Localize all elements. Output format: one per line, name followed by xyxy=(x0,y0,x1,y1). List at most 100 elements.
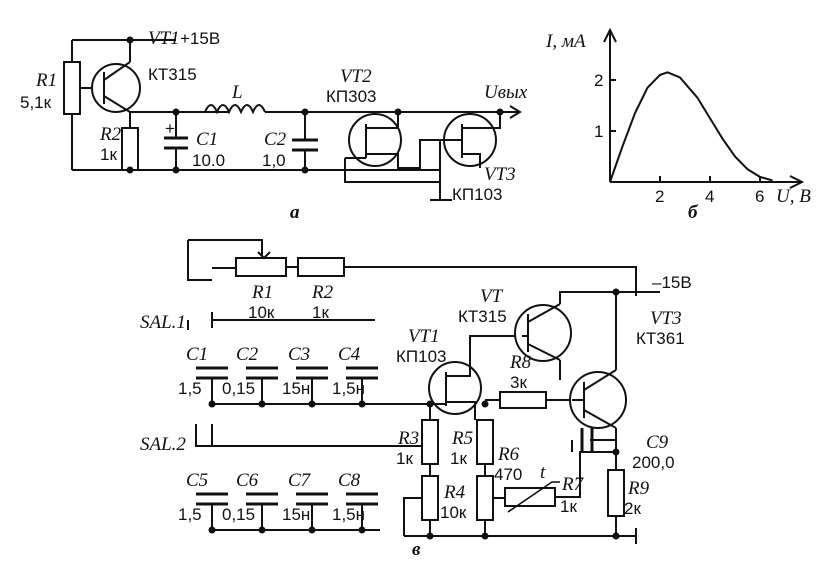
r7-mark: t xyxy=(540,462,546,483)
c2-value-c: 0,15 xyxy=(222,379,255,398)
c3-value-c: 15н xyxy=(282,379,310,398)
r2-value-c: 1к xyxy=(312,303,329,322)
capacitor-c5-c xyxy=(196,492,228,506)
r6-ref-c: R6 xyxy=(497,444,520,465)
caption-b: б xyxy=(688,202,699,223)
vt1-ref-a: VT1 xyxy=(148,28,180,49)
iv-curve xyxy=(609,71,773,183)
vt2-ref: VT2 xyxy=(340,66,372,87)
x-tick-label: 6 xyxy=(755,187,764,206)
c2-value-a: 1,0 xyxy=(262,151,286,170)
vt1-type-c: КП103 xyxy=(396,347,447,366)
r3-ref-c: R3 xyxy=(397,428,419,449)
y-axis-label: I, мА xyxy=(545,31,586,52)
c7-ref-c: C7 xyxy=(288,470,312,491)
x-tick-label: 2 xyxy=(655,187,664,206)
c6-value-c: 0,15 xyxy=(222,505,255,524)
c5-ref-c: C5 xyxy=(186,470,208,491)
iv-chart: 1 2 2 4 6 xyxy=(594,27,805,206)
resistor-r1 xyxy=(63,61,81,115)
c8-ref-c: C8 xyxy=(338,470,361,491)
r8-ref: R8 xyxy=(509,352,532,373)
y-axis-arrow xyxy=(603,27,617,43)
c1-value-a: 10.0 xyxy=(192,151,225,170)
x-tick-label: 4 xyxy=(705,187,714,206)
sal2-label: SAL.2 xyxy=(140,434,186,455)
sal1-label: SAL.1 xyxy=(140,312,186,333)
c2-ref-a: C2 xyxy=(264,129,287,150)
vt3-type-a: КП103 xyxy=(452,185,503,204)
caption-a: а xyxy=(290,202,300,223)
r8-value: 3к xyxy=(510,373,527,392)
c1-ref-a: C1 xyxy=(196,129,218,150)
r9-ref-c: R9 xyxy=(627,478,650,499)
c9-value: 200,0 xyxy=(632,453,675,472)
r9-value-c: 2к xyxy=(624,499,641,518)
supply-label-c: –15В xyxy=(652,273,692,292)
vt-ref-c: VT xyxy=(480,286,504,307)
capacitor-c2 xyxy=(292,138,318,152)
c1-ref-c: C1 xyxy=(186,344,208,365)
vt3-ref-a: VT3 xyxy=(484,164,516,185)
capacitor-c8-c xyxy=(346,492,378,506)
r5-value-c: 1к xyxy=(450,449,467,468)
c1-plus: + xyxy=(165,119,175,138)
r2-ref-a: R2 xyxy=(99,124,122,145)
r7-ref-c: R7 xyxy=(561,474,585,495)
capacitor-c2-c xyxy=(246,366,278,380)
panel-a-circuit xyxy=(63,36,522,201)
resistor-r2-c xyxy=(297,257,345,277)
r6-value-c: 470 xyxy=(494,465,522,484)
vt2-type: КП303 xyxy=(326,87,377,106)
c7-value-c: 15н xyxy=(282,505,310,524)
y-tick-label: 2 xyxy=(594,71,603,90)
vt3-type-c: КТ361 xyxy=(636,329,685,348)
capacitor-c3-c xyxy=(296,366,328,380)
c1-value-c: 1,5 xyxy=(178,379,202,398)
capacitor-c9 xyxy=(580,428,594,452)
r4-ref-c: R4 xyxy=(443,482,466,503)
resistor-r2 xyxy=(121,127,139,171)
panel-c-circuit xyxy=(187,239,660,544)
resistor-r8 xyxy=(499,391,547,409)
vt1-ref-c: VT1 xyxy=(408,326,440,347)
resistor-r4-c xyxy=(421,475,439,521)
y-tick-label: 1 xyxy=(594,122,603,141)
resistor-r9-c xyxy=(607,469,625,517)
output-label: Uвых xyxy=(484,82,528,103)
capacitor-c1-c xyxy=(196,366,228,380)
c5-value-c: 1,5 xyxy=(178,505,202,524)
r5-ref-c: R5 xyxy=(451,428,473,449)
r3-value-c: 1к xyxy=(396,449,413,468)
caption-c: в xyxy=(412,539,421,560)
c4-ref-c: C4 xyxy=(338,344,361,365)
inductor-ref: L xyxy=(231,82,243,103)
vt3-ref-c: VT3 xyxy=(650,308,682,329)
r1-value-a: 5,1к xyxy=(20,93,52,112)
vt-type-c: КТ315 xyxy=(458,307,507,326)
c4-value-c: 1,5н xyxy=(332,379,365,398)
resistor-r3-c xyxy=(421,419,439,465)
resistor-r5-c xyxy=(476,419,494,465)
x-axis-arrow xyxy=(789,175,805,189)
vt1-type-a: КТ315 xyxy=(148,65,197,84)
c2-ref-c: C2 xyxy=(236,344,259,365)
r2-value-a: 1к xyxy=(100,145,117,164)
inductor-l xyxy=(204,104,266,115)
r1-ref-a: R1 xyxy=(35,70,57,91)
r4-value-c: 10к xyxy=(440,503,467,522)
r2-ref-c: R2 xyxy=(311,282,334,303)
r1-ref-c: R1 xyxy=(251,282,273,303)
supply-label-a: +15В xyxy=(180,29,220,48)
resistor-r1-c xyxy=(235,257,287,277)
transistor-vt1-c xyxy=(428,361,482,415)
resistor-r6-c xyxy=(476,475,494,521)
capacitor-c7-c xyxy=(296,492,328,506)
capacitor-c1 xyxy=(164,136,188,150)
capacitor-c4-c xyxy=(346,366,378,380)
capacitor-c6-c xyxy=(246,492,278,506)
x-axis-label: U, В xyxy=(776,186,811,207)
r1-value-c: 10к xyxy=(248,303,275,322)
